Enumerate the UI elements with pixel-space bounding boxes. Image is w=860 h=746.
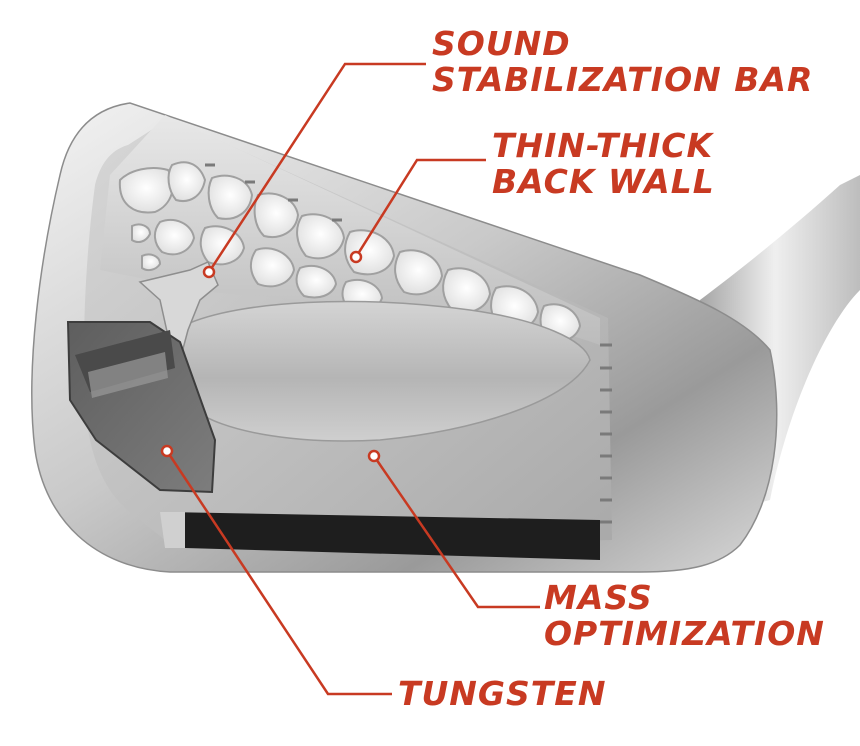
sole-strip [165,512,600,560]
mass-leader [372,455,540,609]
honeycomb-cells [118,161,582,343]
back-wall-label-line1: THIN-THICK [492,126,714,165]
tungsten-label: TUNGSTEN [398,676,606,712]
sound-bar-label-line1: SOUND [432,24,571,63]
mass-label-line2: OPTIMIZATION [544,614,825,653]
back-wall-label: THIN-THICK BACK WALL [492,128,715,200]
sound-bar-label-line2: STABILIZATION BAR [432,60,814,99]
back-wall-leader [354,158,486,258]
mass-dot [367,449,381,463]
sound-bar [138,261,219,362]
sound-bar-label: SOUND STABILIZATION BAR [432,26,813,98]
back-wall-label-line2: BACK WALL [492,162,715,201]
back-wall-dot [349,250,363,264]
sound-bar-dot [202,265,216,279]
tungsten-leader [165,450,392,696]
mass-label: MASS OPTIMIZATION [544,580,825,652]
tungsten-label-line1: TUNGSTEN [398,674,607,713]
tick-marks [205,163,612,524]
tungsten-dot [160,444,174,458]
tungsten-window [88,352,168,398]
mass-label-line1: MASS [544,578,653,617]
sole-lip [160,512,185,548]
sound-bar-leader [207,62,426,273]
